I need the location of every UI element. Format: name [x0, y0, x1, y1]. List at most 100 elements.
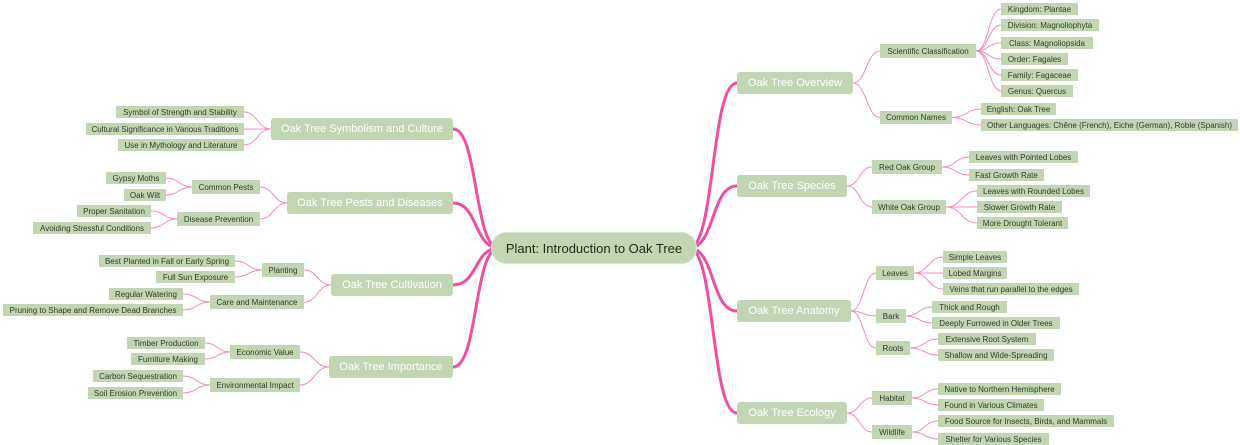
branch-oak-tree-species[interactable]: Oak Tree Species: [737, 175, 847, 197]
connector-leaf-northern-hemisphere: [911, 388, 939, 399]
connector-leaf-shelter: [911, 431, 939, 440]
sub-white-oak-group[interactable]: White Oak Group: [872, 200, 946, 214]
leaf-soil-erosion[interactable]: Soil Erosion Prevention: [88, 387, 183, 399]
connector-sub-common-pests: [259, 186, 288, 204]
connector-leaf-best-planted: [234, 260, 263, 271]
leaf-avoiding-stress[interactable]: Avoiding Stressful Conditions: [33, 222, 151, 234]
sub-red-oak-group[interactable]: Red Oak Group: [872, 160, 942, 174]
connector-leaf-simple-leaves: [913, 256, 944, 274]
sub-environmental-impact[interactable]: Environmental Impact: [210, 378, 300, 392]
leaf-pruning[interactable]: Pruning to Shape and Remove Dead Branche…: [3, 304, 183, 316]
leaf-extensive-root[interactable]: Extensive Root System: [938, 333, 1036, 345]
sub-care-maintenance[interactable]: Care and Maintenance: [210, 295, 304, 309]
leaf-slower-growth[interactable]: Slower Growth Rate: [977, 201, 1062, 213]
connector-leaf-english-name: [951, 108, 982, 118]
connector-leaf-full-sun: [234, 269, 263, 278]
branch-symbolism-culture[interactable]: Oak Tree Symbolism and Culture: [271, 118, 453, 140]
connector-leaf-division: [975, 24, 1002, 52]
connector-leaf-fast-growth: [941, 166, 970, 176]
connector-branch-oak-tree-anatomy: [687, 246, 739, 313]
sub-scientific-classification[interactable]: Scientific Classification: [880, 44, 976, 58]
leaf-genus[interactable]: Genus: Quercus: [1001, 85, 1073, 97]
connector-leaf-thick-rough: [905, 306, 933, 317]
branch-importance[interactable]: Oak Tree Importance: [329, 356, 453, 378]
leaf-family[interactable]: Family: Fagaceae: [1001, 69, 1078, 81]
connector-leaf-gypsy-moths: [165, 177, 193, 188]
connector-leaf-pruning: [182, 301, 211, 311]
sub-bark[interactable]: Bark: [876, 309, 906, 323]
connector-leaf-proper-sanitation: [150, 210, 178, 220]
sub-common-names[interactable]: Common Names: [880, 111, 952, 124]
leaf-kingdom[interactable]: Kingdom: Plantae: [1001, 3, 1078, 15]
sub-planting[interactable]: Planting: [262, 263, 304, 277]
connector-sub-red-oak-group: [846, 166, 873, 187]
leaf-rounded-lobes[interactable]: Leaves with Rounded Lobes: [977, 185, 1090, 197]
connector-sub-environmental-impact: [299, 366, 330, 386]
connector-sub-planting: [303, 269, 332, 286]
connector-sub-scientific-classification: [852, 50, 881, 84]
connector-sub-wildlife: [846, 412, 873, 433]
leaf-order[interactable]: Order: Fagales: [1001, 53, 1068, 65]
leaf-proper-sanitation[interactable]: Proper Sanitation: [77, 205, 151, 217]
branch-cultivation[interactable]: Oak Tree Cultivation: [331, 274, 453, 296]
leaf-various-climates[interactable]: Found in Various Climates: [938, 399, 1044, 411]
connector-branch-oak-tree-species: [687, 184, 739, 250]
sub-leaves[interactable]: Leaves: [876, 266, 914, 280]
leaf-fast-growth[interactable]: Fast Growth Rate: [969, 169, 1044, 181]
connector-sub-habitat: [846, 397, 873, 414]
leaf-cultural-significance[interactable]: Cultural Significance in Various Traditi…: [86, 123, 244, 135]
connector-leaf-avoiding-stress: [150, 218, 178, 229]
leaf-furniture-making[interactable]: Furniture Making: [131, 353, 205, 365]
sub-common-pests[interactable]: Common Pests: [192, 180, 260, 194]
sub-roots[interactable]: Roots: [876, 341, 910, 355]
leaf-full-sun[interactable]: Full Sun Exposure: [156, 271, 235, 283]
connector-leaf-rounded-lobes: [945, 190, 978, 208]
leaf-regular-watering[interactable]: Regular Watering: [109, 288, 183, 300]
leaf-lobed-margins[interactable]: Lobed Margins: [943, 267, 1007, 279]
connector-leaf-extensive-root: [909, 338, 939, 349]
connector-sub-white-oak-group: [846, 185, 873, 208]
leaf-drought-tolerant[interactable]: More Drought Tolerant: [977, 217, 1068, 229]
connector-sub-care-maintenance: [303, 284, 332, 303]
leaf-food-source[interactable]: Food Source for Insects, Birds, and Mamm…: [938, 415, 1114, 427]
leaf-shelter[interactable]: Shelter for Various Species: [938, 433, 1049, 445]
leaf-english-name[interactable]: English: Oak Tree: [981, 103, 1056, 115]
connector-leaf-other-languages: [951, 117, 982, 126]
leaf-strength-stability[interactable]: Symbol of Strength and Stability: [116, 106, 244, 118]
connector-sub-economic-value: [299, 351, 330, 368]
connector-leaf-mythology-literature: [243, 128, 272, 146]
leaf-pointed-lobes[interactable]: Leaves with Pointed Lobes: [969, 151, 1078, 163]
sub-wildlife[interactable]: Wildlife: [872, 425, 912, 439]
leaf-timber-production[interactable]: Timber Production: [127, 337, 205, 349]
connector-branch-symbolism-culture: [451, 127, 501, 250]
leaf-best-planted[interactable]: Best Planted in Fall or Early Spring: [99, 255, 235, 267]
branch-oak-tree-anatomy[interactable]: Oak Tree Anatomy: [737, 300, 851, 322]
leaf-deeply-furrowed[interactable]: Deeply Furrowed in Older Trees: [932, 317, 1060, 329]
leaf-simple-leaves[interactable]: Simple Leaves: [943, 251, 1007, 263]
connector-leaf-soil-erosion: [182, 384, 211, 394]
leaf-northern-hemisphere[interactable]: Native to Northern Hemisphere: [938, 383, 1061, 395]
leaf-gypsy-moths[interactable]: Gypsy Moths: [106, 172, 166, 184]
branch-oak-tree-overview[interactable]: Oak Tree Overview: [737, 72, 853, 94]
sub-economic-value[interactable]: Economic Value: [230, 345, 300, 359]
branch-pests-diseases[interactable]: Oak Tree Pests and Diseases: [287, 192, 453, 214]
leaf-division[interactable]: Division: Magnoliophyta: [1001, 19, 1099, 31]
connector-sub-roots: [850, 310, 877, 349]
connector-leaf-furniture-making: [204, 351, 231, 360]
branch-oak-tree-ecology[interactable]: Oak Tree Ecology: [737, 402, 847, 424]
root-topic[interactable]: Plant: Introduction to Oak Tree: [491, 232, 697, 264]
connector-leaf-food-source: [911, 420, 939, 433]
leaf-shallow-wide[interactable]: Shallow and Wide-Spreading: [938, 349, 1054, 361]
leaf-other-languages[interactable]: Other Languages: Chêne (French), Eiche (…: [981, 119, 1238, 131]
connector-leaf-regular-watering: [182, 293, 211, 303]
leaf-class[interactable]: Class: Magnoliopsida: [1001, 37, 1093, 49]
leaf-thick-rough[interactable]: Thick and Rough: [932, 301, 1007, 313]
sub-disease-prevention[interactable]: Disease Prevention: [177, 212, 260, 226]
leaf-oak-wilt[interactable]: Oak Wilt: [124, 189, 166, 201]
connector-sub-leaves: [850, 272, 877, 312]
leaf-carbon-sequestration[interactable]: Carbon Sequestration: [93, 370, 183, 382]
leaf-mythology-literature[interactable]: Use in Mythology and Literature: [118, 139, 244, 151]
leaf-veins[interactable]: Veins that run parallel to the edges: [943, 283, 1079, 295]
connector-leaf-genus: [975, 50, 1002, 92]
sub-habitat[interactable]: Habitat: [872, 391, 912, 405]
